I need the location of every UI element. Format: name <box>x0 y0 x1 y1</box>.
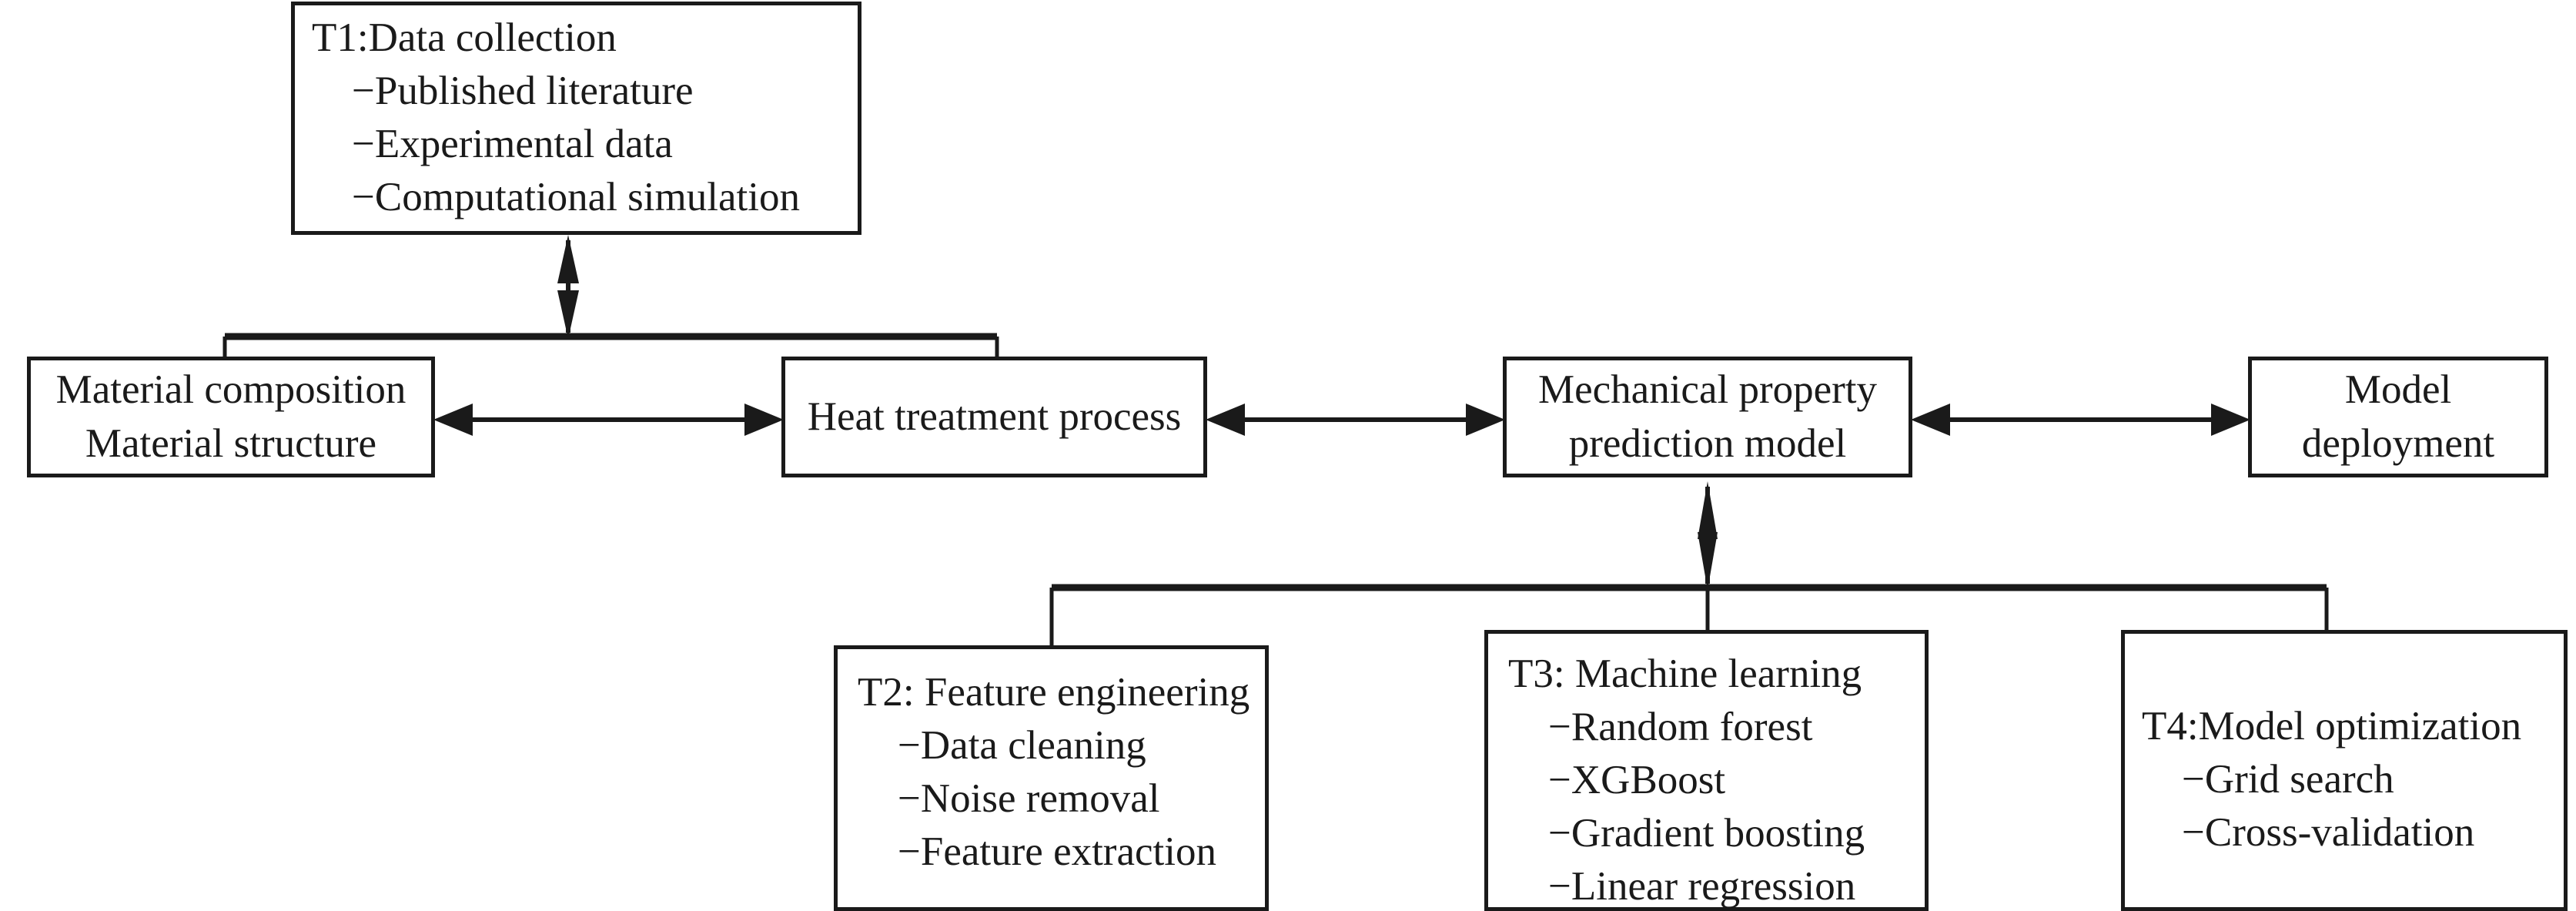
node-t1-heading: T1:Data collection <box>312 15 617 60</box>
node-material-composition-structure[interactable]: Material composition Material structure <box>27 357 435 477</box>
node-mech-content: Mechanical property prediction model <box>1507 360 1909 474</box>
node-t3-item-3: −Linear regression <box>1548 863 1856 909</box>
connector-mech-deploy <box>1911 404 2250 436</box>
node-heat-content: Heat treatment process <box>785 360 1203 474</box>
node-t4-content: T4:Model optimization −Grid search −Cros… <box>2142 700 2564 907</box>
connector-t1-to-inputs <box>557 235 579 339</box>
node-t1-item-0: −Published literature <box>352 68 694 113</box>
connector-task-bracket <box>1049 584 2329 647</box>
node-heat-treatment-process[interactable]: Heat treatment process <box>781 357 1207 477</box>
connector-heat-mech <box>1206 404 1505 436</box>
connector-mech-to-tasks <box>1698 481 1718 590</box>
node-deploy-content: Model deployment <box>2252 360 2544 474</box>
node-t4-heading: T4:Model optimization <box>2142 704 2522 749</box>
node-t1-item-2: −Computational simulation <box>352 174 800 219</box>
node-t2-feature-engineering[interactable]: T2: Feature engineering −Data cleaning −… <box>834 645 1269 911</box>
node-t3-item-1: −XGBoost <box>1548 757 1726 802</box>
node-t3-item-2: −Gradient boosting <box>1548 810 1865 856</box>
node-t1-item-1: −Experimental data <box>352 121 673 166</box>
node-t2-item-0: −Data cleaning <box>898 722 1146 768</box>
node-mech-line-1: prediction model <box>1568 420 1847 466</box>
node-heat-line-0: Heat treatment process <box>807 394 1182 439</box>
node-t4-item-0: −Grid search <box>2182 756 2394 802</box>
connector-input-bracket <box>222 333 999 358</box>
node-t2-content: T2: Feature engineering −Data cleaning −… <box>858 666 1265 907</box>
node-t4-model-optimization[interactable]: T4:Model optimization −Grid search −Cros… <box>2121 630 2568 911</box>
node-material-content: Material composition Material structure <box>31 360 431 474</box>
node-t3-heading: T3: Machine learning <box>1508 651 1862 696</box>
node-t3-item-0: −Random forest <box>1548 704 1813 749</box>
connector-material-heat <box>433 404 784 436</box>
node-t1-data-collection[interactable]: T1:Data collection −Published literature… <box>291 2 861 235</box>
node-model-deployment[interactable]: Model deployment <box>2248 357 2548 477</box>
node-t2-heading: T2: Feature engineering <box>858 670 1250 715</box>
node-t1-content: T1:Data collection −Published literature… <box>312 12 858 231</box>
node-t2-item-2: −Feature extraction <box>898 829 1216 874</box>
node-t3-machine-learning[interactable]: T3: Machine learning −Random forest −XGB… <box>1484 630 1929 911</box>
node-mech-line-0: Mechanical property <box>1538 367 1877 412</box>
node-t4-item-1: −Cross-validation <box>2182 809 2475 855</box>
node-mechanical-property-prediction-model[interactable]: Mechanical property prediction model <box>1503 357 1912 477</box>
node-deploy-line-0: Model <box>2344 367 2452 412</box>
node-material-line-1: Material structure <box>85 420 377 466</box>
node-t3-content: T3: Machine learning −Random forest −XGB… <box>1508 648 1925 909</box>
node-material-line-0: Material composition <box>55 367 406 412</box>
node-deploy-line-1: deployment <box>2301 420 2495 466</box>
node-t2-item-1: −Noise removal <box>898 775 1160 821</box>
